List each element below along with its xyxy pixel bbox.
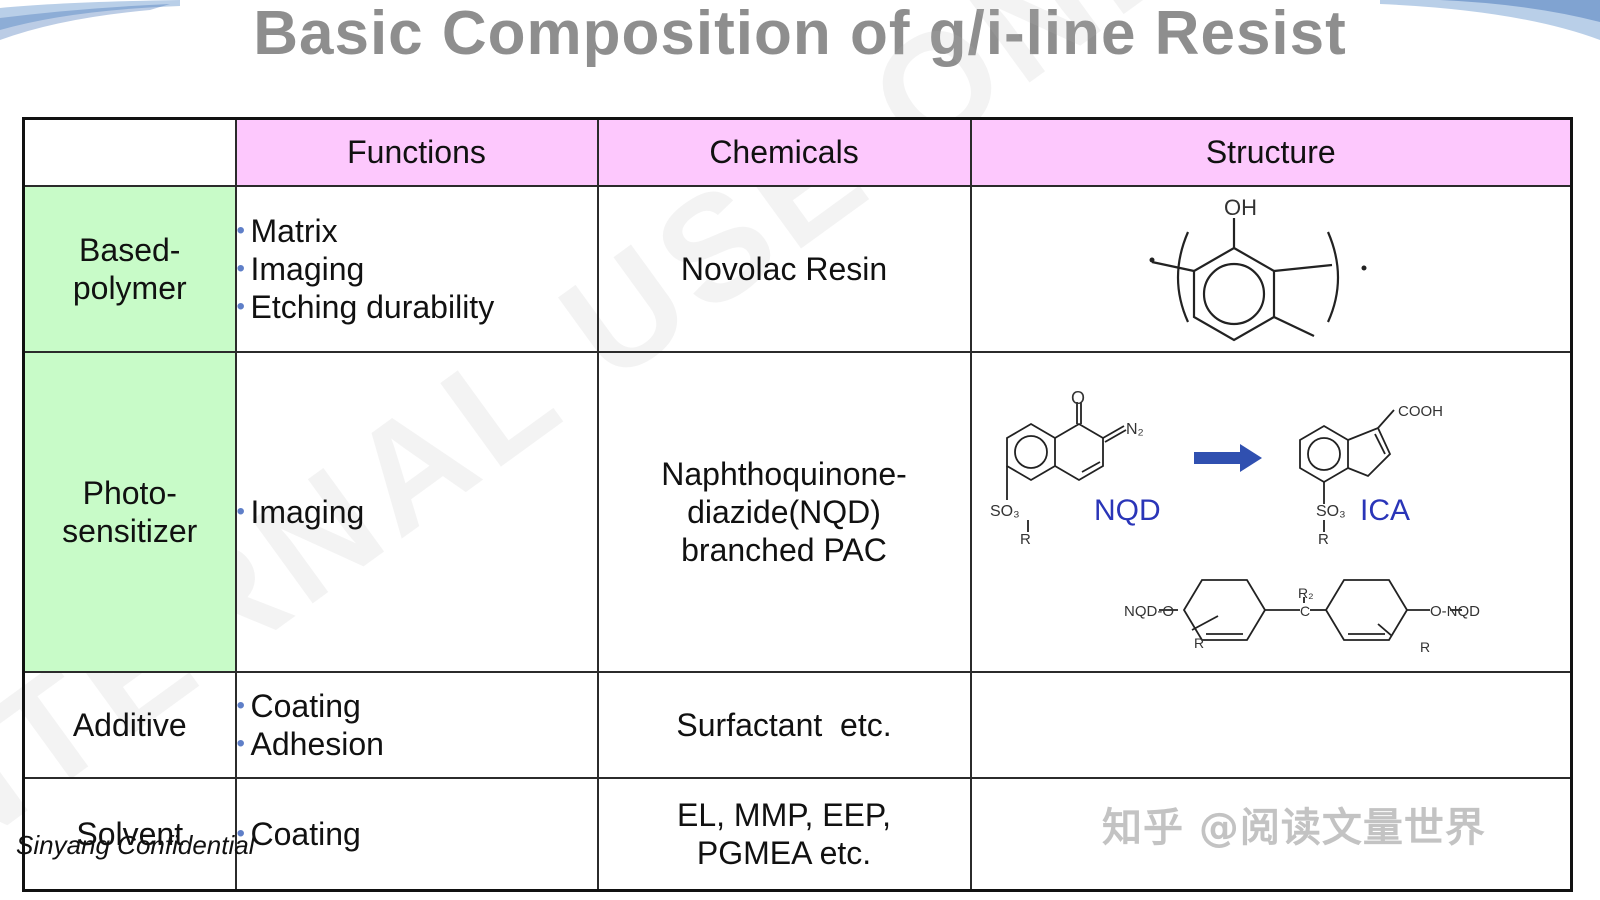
function-item: Etching durability [237,288,597,326]
ica-label: ICA [1360,494,1410,527]
chemical-line: Novolac Resin [680,250,888,287]
header-chemicals: Chemicals [596,117,972,187]
table-row-photo-sensitizer: Photo- sensitizer Imaging Naphthoquinone… [22,350,1573,673]
nqd-label: NQD [1094,494,1161,527]
nqd-r-label: R [1020,531,1031,548]
row-label-line: Additive [72,706,187,743]
nqd-oxygen-label: O [1071,388,1085,408]
chemicals-cell: Novolac Resin [596,184,972,353]
ica-so3-label: SO₃ [1316,503,1346,520]
row-label-line: Based- [79,231,181,268]
header-structure: Structure [969,117,1573,187]
decorative-swoosh-left [0,0,180,40]
structure-cell-empty [969,670,1573,779]
composition-table: Functions Chemicals Structure Based- pol… [22,117,1573,892]
pac-r-right-label: R [1420,639,1430,655]
chemical-line: Surfactant etc. [676,706,892,743]
table-row-based-polymer: Based- polymer Matrix Imaging Etching du… [22,184,1573,353]
table-header-row: Functions Chemicals Structure [22,117,1573,187]
pac-c-label: C [1300,603,1310,619]
table-row-additive: Additive Coating Adhesion Surfactant etc… [22,670,1573,779]
pac-o-nqd-right-label: O-NQD [1430,603,1480,620]
chemical-line: branched PAC [681,531,887,568]
row-label-additive: Additive [22,670,237,779]
page-title: Basic Composition of g/i-line Resist [253,0,1347,68]
nqd-ica-structure-diagram: O N₂ SO₃ R NQD COOH SO₃ R ICA NQD-O R₂ C… [990,388,1480,655]
row-label-based-polymer: Based- polymer [22,184,237,353]
function-item: Coating [237,687,597,725]
chemicals-cell: EL, MMP, EEP, PGMEA etc. [596,776,972,892]
function-item: Adhesion [237,725,597,763]
chemical-line: diazide(NQD) [687,493,881,530]
table-row-solvent: Solvent Coating EL, MMP, EEP, PGMEA etc. [22,776,1573,892]
nqd-n2-label: N₂ [1126,421,1144,438]
ica-r-label: R [1318,531,1329,548]
row-label-line: Photo- [82,474,177,511]
nqd-so3-label: SO₃ [990,503,1020,520]
structure-cell-nqd: O N₂ SO₃ R NQD COOH SO₃ R ICA NQD-O R₂ C… [969,350,1573,673]
row-label-solvent: Solvent [22,776,237,892]
row-label-line: polymer [72,269,187,306]
row-label-photo-sensitizer: Photo- sensitizer [22,350,237,673]
confidential-footer: Sinyang Confidential [16,830,255,860]
structure-cell-novolac: OH [969,184,1573,353]
zhihu-watermark: 知乎 @阅读文量世界 [1102,805,1486,851]
ica-cooh-label: COOH [1398,403,1443,420]
functions-cell: Coating [234,776,599,892]
pac-r-left-label: R [1194,635,1204,651]
row-label-line: sensitizer [62,512,198,549]
function-item: Matrix [237,212,597,250]
chemical-line: PGMEA etc. [696,834,872,871]
function-item: Imaging [237,493,597,531]
functions-cell: Imaging [234,350,599,673]
chemicals-cell: Naphthoquinone- diazide(NQD) branched PA… [596,350,972,673]
function-item: Imaging [237,250,597,288]
header-functions: Functions [234,117,599,187]
pac-r2-label: R₂ [1298,585,1314,601]
chemicals-cell: Surfactant etc. [596,670,972,779]
row-label-line: Solvent [76,815,184,852]
chemical-line: EL, MMP, EEP, [676,796,892,833]
novolac-structure-diagram: OH [1149,195,1366,341]
decorative-swoosh-right [1380,0,1600,40]
pac-nqd-o-left-label: NQD-O [1124,603,1174,620]
chemical-line: Naphthoquinone- [661,455,907,492]
functions-cell: Matrix Imaging Etching durability [234,184,599,353]
structure-cell-empty [969,776,1573,892]
functions-cell: Coating Adhesion [234,670,599,779]
header-corner-cell [22,117,237,187]
function-item: Coating [237,815,597,853]
oh-label: OH [1224,195,1257,220]
